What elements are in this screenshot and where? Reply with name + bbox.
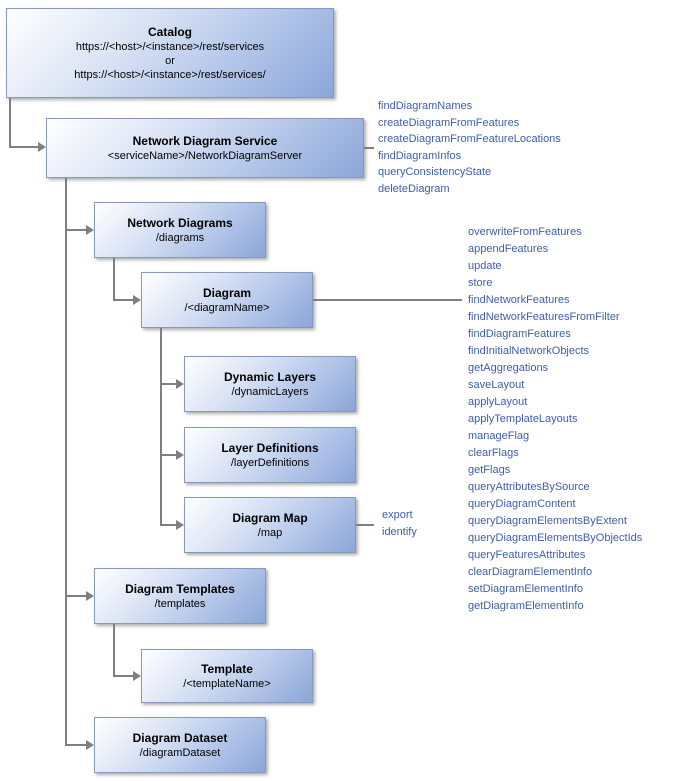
operation-label: queryDiagramElementsByObjectIds	[468, 532, 643, 544]
service-operations-list: findDiagramNames createDiagramFromFeature…	[378, 98, 561, 197]
operation-label: findDiagramInfos	[378, 149, 462, 162]
connector	[113, 675, 133, 677]
operation-label: queryConsistencyState	[378, 166, 492, 178]
operation-label: appendFeatures	[468, 243, 549, 255]
operation-label: queryDiagramContent	[468, 498, 576, 510]
connector	[113, 299, 133, 301]
catalog-box: Catalog https://<host>/<instance>/rest/s…	[6, 8, 334, 98]
operation-label: https://<host>/<instance>/rest/services/	[74, 68, 266, 81]
box-title: Diagram Templates	[125, 581, 235, 596]
box-title: Diagram	[202, 285, 252, 300]
box-path: /diagrams	[155, 231, 205, 244]
operation-label: or	[165, 54, 175, 67]
diagram-map-operations-list: export identify	[382, 507, 417, 541]
box-title: Layer Definitions	[221, 440, 319, 455]
box-path: /diagramDataset	[139, 746, 221, 759]
operation-label: createDiagramFromFeatureLocations	[378, 133, 561, 145]
operation-label: getDiagramElementInfo	[468, 600, 584, 612]
operation-label: identify	[382, 526, 417, 538]
dynamic-layers-box: Dynamic Layers /dynamicLayers	[184, 356, 356, 412]
connector	[364, 147, 374, 149]
box-path: /map	[257, 526, 283, 539]
diagram-box: Diagram /<diagramName>	[141, 272, 313, 328]
operation-label: https://<host>/<instance>/rest/services	[75, 40, 265, 53]
operation-label: findDiagramNames	[378, 100, 473, 112]
operation-label: applyLayout	[468, 396, 528, 408]
box-title: Dynamic Layers	[223, 369, 317, 384]
box-path: /<templateName>	[183, 677, 271, 690]
operation-label: setDiagramElementInfo	[468, 583, 583, 595]
connector	[65, 178, 67, 746]
operation-label: findDiagramFeatures	[468, 328, 571, 340]
operation-label: clearFlags	[468, 447, 519, 459]
arrowhead-icon	[176, 520, 184, 530]
connector	[160, 383, 176, 385]
connector	[65, 595, 86, 597]
operation-label: findInitialNetworkObjects	[468, 345, 590, 357]
diagram-templates-box: Diagram Templates /templates	[94, 568, 266, 624]
operation-label: applyTemplateLayouts	[468, 413, 578, 425]
operation-label: queryAttributesBySource	[468, 481, 590, 493]
box-title: Catalog	[147, 24, 192, 39]
diagram-operations-list: overwriteFromFeatures appendFeatures updat…	[468, 224, 642, 615]
operation-label: getAggregations	[468, 362, 549, 374]
operation-label: queryDiagramElementsByExtent	[468, 515, 627, 527]
connector	[160, 454, 176, 456]
connector	[160, 524, 176, 526]
box-path: /templates	[154, 597, 206, 610]
connector	[9, 146, 38, 148]
box-path: /<diagramName>	[184, 301, 270, 314]
box-title: Diagram Dataset	[132, 730, 228, 745]
operation-label: manageFlag	[468, 430, 530, 442]
connector	[9, 98, 11, 148]
box-title: Diagram Map	[232, 510, 308, 525]
arrowhead-icon	[176, 379, 184, 389]
operation-label: store	[468, 277, 493, 289]
connector	[65, 744, 86, 746]
operation-label: export	[382, 509, 413, 521]
arrowhead-icon	[133, 295, 141, 305]
box-title: Template	[201, 661, 253, 676]
arrowhead-icon	[38, 142, 46, 152]
connector	[160, 328, 162, 525]
connector	[65, 229, 86, 231]
operation-label: createDiagramFromFeatures	[378, 116, 520, 129]
box-path: <serviceName>/NetworkDiagramServer	[107, 149, 303, 162]
operation-label: getFlags	[468, 464, 511, 476]
box-title: Network Diagrams	[127, 215, 233, 230]
box-path: /dynamicLayers	[231, 385, 309, 398]
box-title: Network Diagram Service	[132, 133, 278, 148]
diagram-map-box: Diagram Map /map	[184, 497, 356, 553]
arrowhead-icon	[86, 591, 94, 601]
network-diagrams-box: Network Diagrams /diagrams	[94, 202, 266, 258]
connector	[113, 258, 115, 300]
operation-label: deleteDiagram	[378, 182, 450, 195]
arrowhead-icon	[86, 225, 94, 235]
arrowhead-icon	[86, 740, 94, 750]
operation-label: findNetworkFeatures	[468, 294, 570, 306]
operation-label: queryFeaturesAttributes	[468, 549, 586, 561]
template-box: Template /<templateName>	[141, 649, 313, 703]
layer-definitions-box: Layer Definitions /layerDefinitions	[184, 427, 356, 483]
arrowhead-icon	[176, 450, 184, 460]
arrowhead-icon	[133, 671, 141, 681]
network-diagram-service-box: Network Diagram Service <serviceName>/Ne…	[46, 118, 364, 178]
connector	[356, 524, 374, 526]
operation-label: findNetworkFeaturesFromFilter	[468, 311, 620, 323]
box-path: /layerDefinitions	[230, 456, 310, 469]
operation-label: update	[468, 260, 502, 272]
operation-label: overwriteFromFeatures	[468, 226, 582, 238]
operation-label: saveLayout	[468, 379, 525, 391]
diagram-dataset-box: Diagram Dataset /diagramDataset	[94, 717, 266, 773]
operation-label: clearDiagramElementInfo	[468, 566, 593, 578]
connector	[113, 624, 115, 676]
connector	[313, 299, 462, 301]
